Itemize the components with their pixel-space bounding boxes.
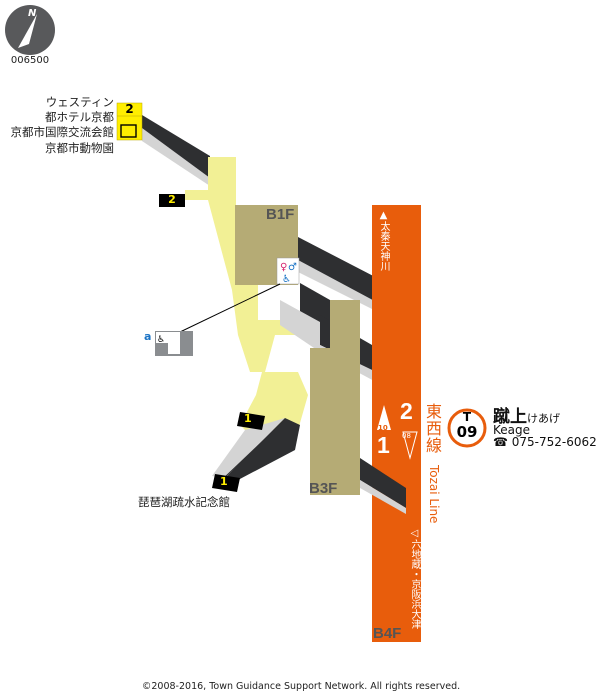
exit2-dest-1: ウェスティン bbox=[45, 95, 114, 109]
platform1-car: 10 bbox=[378, 424, 388, 432]
leader-line bbox=[179, 283, 281, 333]
svg-text:♂: ♂ bbox=[288, 262, 297, 273]
exit1-upper-label: 1 bbox=[244, 412, 252, 425]
exit2-marker bbox=[159, 194, 185, 207]
up-triangle-icon bbox=[377, 405, 391, 430]
restroom-icon: ♀ bbox=[280, 262, 287, 273]
exit1-upper-marker bbox=[237, 412, 265, 430]
stairs-platform-lower bbox=[360, 458, 406, 514]
exit2-marker-label: 2 bbox=[168, 193, 176, 206]
exit2-dest-3: 京都市国際交流会館 bbox=[10, 125, 115, 139]
floor-b3f: B3F bbox=[309, 480, 338, 497]
floor-b1f: B1F bbox=[266, 206, 295, 223]
exit2-box bbox=[116, 102, 143, 141]
exit1-destination: 琵琶湖疏水記念館 bbox=[138, 495, 230, 509]
phone-icon: ☎ bbox=[493, 435, 512, 449]
station-number-badge bbox=[447, 408, 487, 448]
phone-number: 075-752-6062 bbox=[511, 435, 597, 449]
floor-b4f: B4F bbox=[373, 625, 402, 642]
direction-south: ◁六地蔵・京阪浜大津 bbox=[409, 528, 420, 629]
exit2-number: 2 bbox=[125, 102, 134, 116]
corridor bbox=[185, 157, 308, 440]
exit1-number: 1 bbox=[220, 475, 228, 488]
wheelchair-icon: ♿ bbox=[157, 335, 165, 345]
direction-north: ▲太秦天神川 bbox=[378, 210, 389, 271]
station-kana: けあげ bbox=[527, 412, 560, 425]
facility-a-box[interactable]: ♿ bbox=[155, 331, 193, 356]
station-phone: ☎ 075-752-6062 bbox=[493, 435, 597, 449]
stairs-exit2 bbox=[142, 115, 210, 186]
compass-icon bbox=[5, 5, 55, 55]
platform2-car: 08 bbox=[402, 432, 411, 440]
accessible-toilet-icon: ♿ bbox=[282, 274, 291, 285]
station-number: 09 bbox=[456, 423, 478, 441]
down-triangle-icon bbox=[402, 431, 418, 460]
exit2-dest-2: 都ホテル京都 bbox=[45, 110, 114, 124]
b3f-concourse bbox=[310, 300, 360, 495]
station-name-en: Keage bbox=[493, 423, 531, 437]
elevator-icon bbox=[120, 124, 137, 138]
platform1-number: 1 bbox=[377, 432, 390, 458]
line-code: T bbox=[462, 410, 472, 424]
facility-a-label: a bbox=[144, 330, 152, 343]
toilet-box[interactable]: ♀ ♂ ♿ bbox=[276, 257, 300, 285]
line-name-jp: 東西線 bbox=[426, 402, 443, 455]
exit1-lower-marker bbox=[212, 474, 240, 492]
copyright: ©2008-2016, Town Guidance Support Networ… bbox=[141, 681, 461, 692]
platform2-number: 2 bbox=[400, 398, 413, 424]
north-label: N bbox=[28, 8, 37, 19]
stairs-exit1 bbox=[212, 418, 300, 480]
exit2-dest-4: 京都市動物園 bbox=[45, 141, 114, 155]
line-name-en: Tozai Line bbox=[427, 465, 441, 524]
map-code: 006500 bbox=[10, 55, 50, 66]
station-name-jp: 蹴上けあげ bbox=[493, 402, 560, 427]
station-kanji: 蹴上 bbox=[493, 407, 527, 427]
